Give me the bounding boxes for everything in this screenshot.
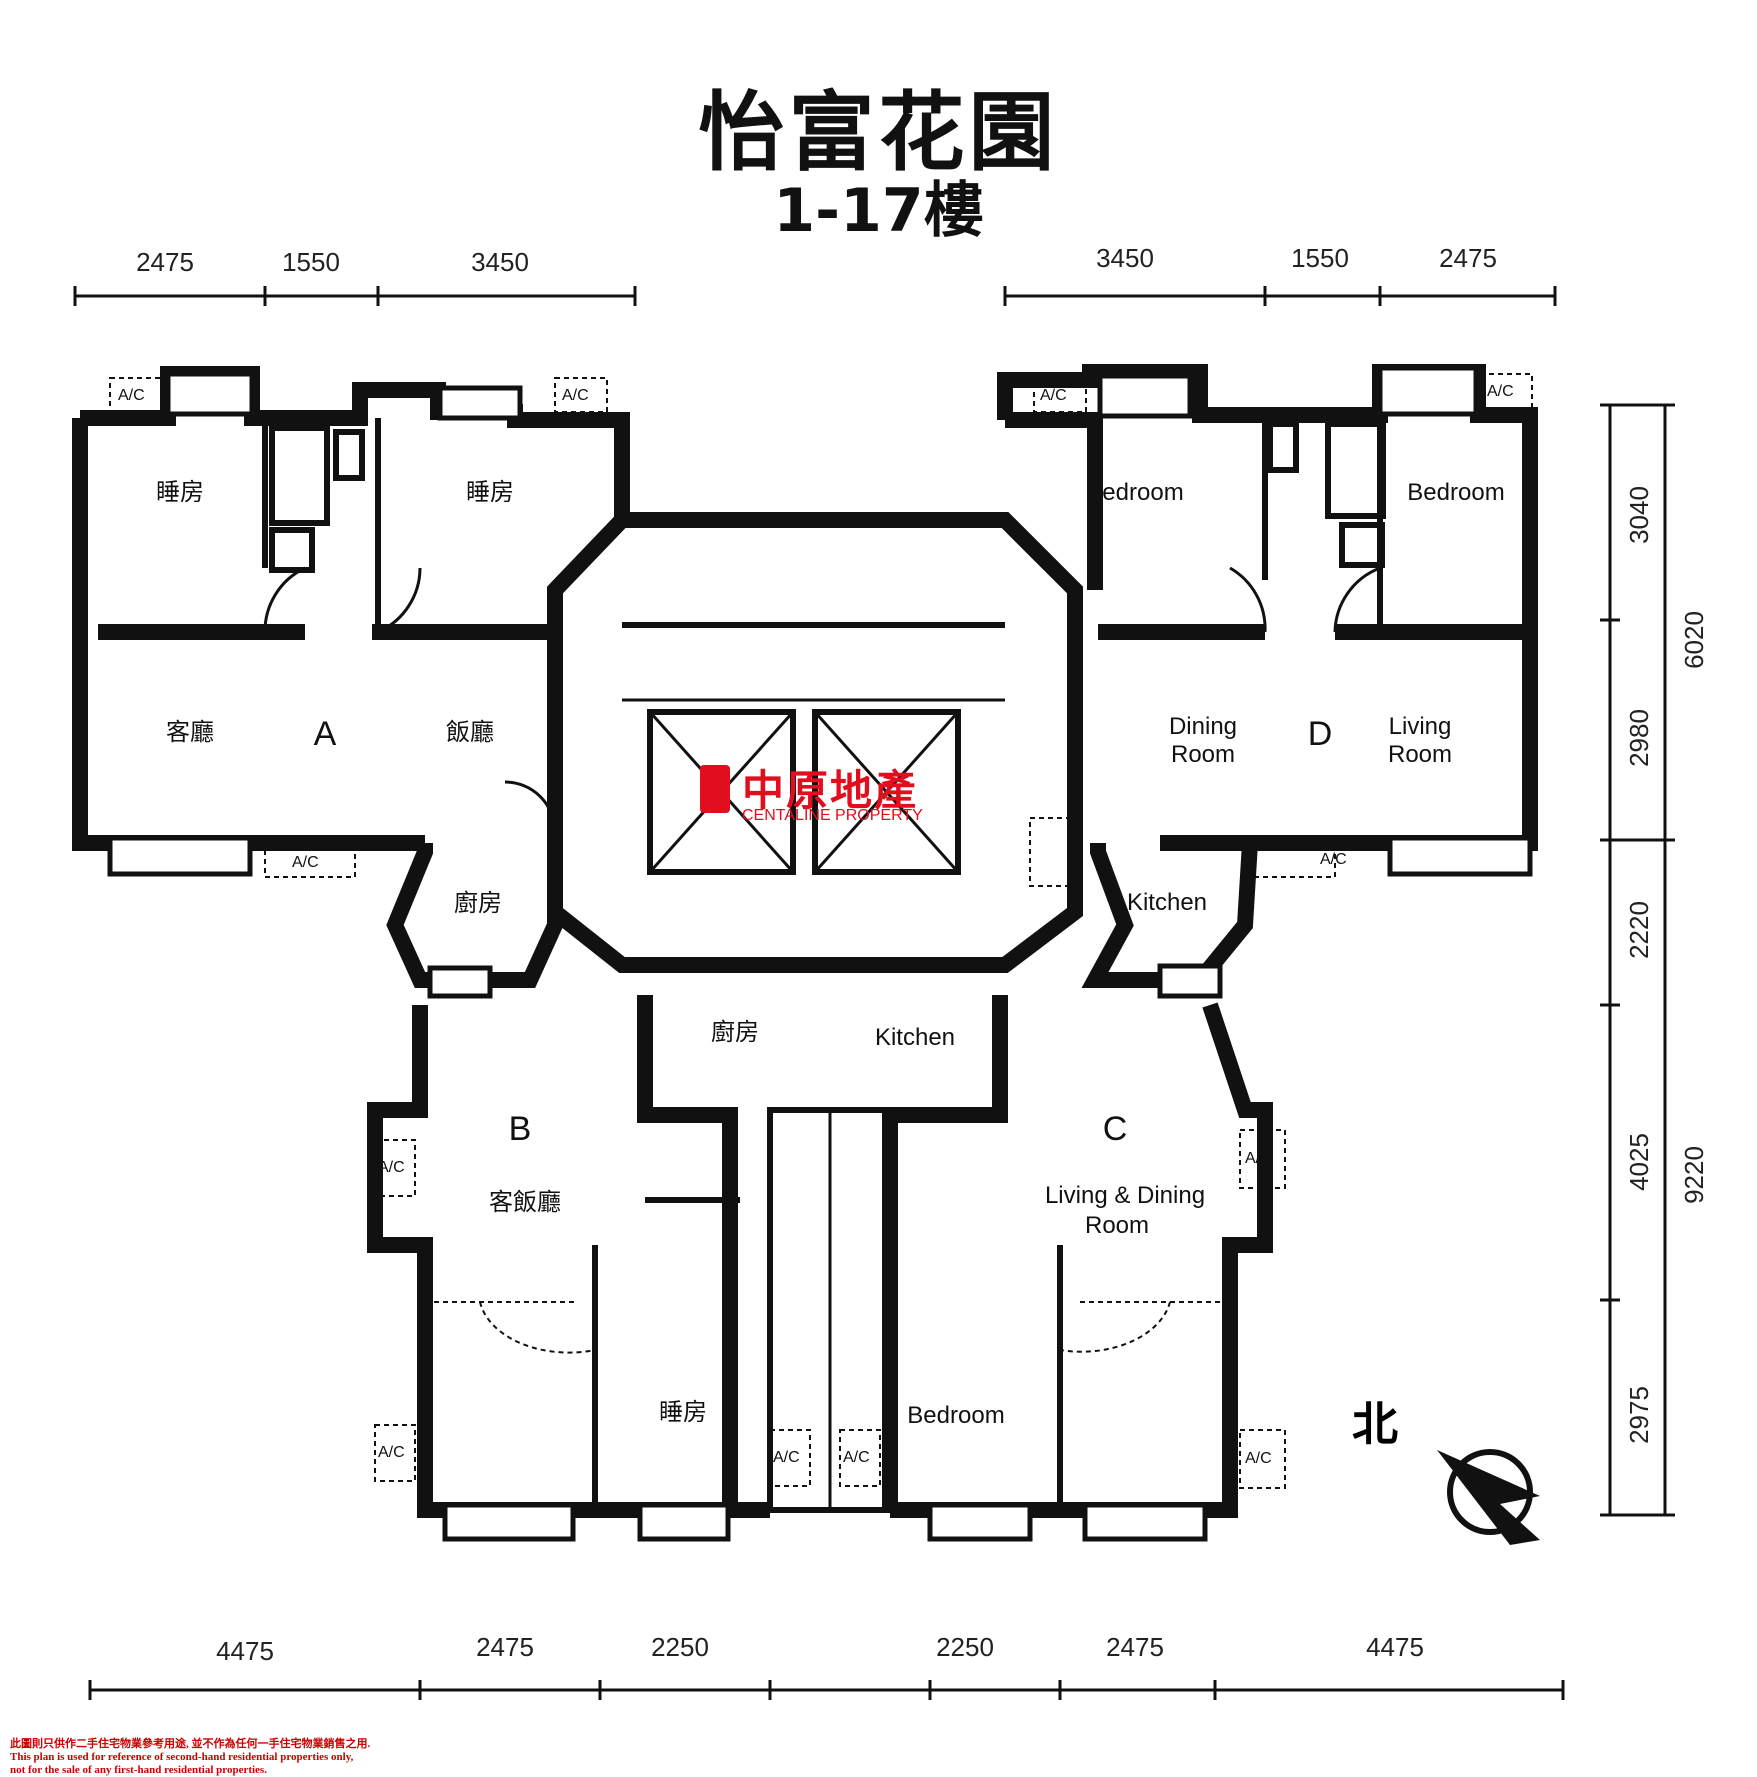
north-arrow: 北: [1352, 1397, 1540, 1545]
svg-text:A/C: A/C: [378, 1159, 405, 1176]
unit-c-kitchen-label: Kitchen: [875, 1024, 955, 1051]
core: [547, 512, 1083, 973]
brand-name-en: CENTALINE PROPERTY: [742, 807, 923, 824]
top-dimension-line: 2475 1550 3450 3450 1550 2475: [73, 243, 1557, 306]
unit-c: A/C A/C A/C Kitchen Living & Dining Room…: [839, 995, 1286, 1542]
unit-d-living-label-1: Living: [1389, 713, 1452, 740]
dim-right-5: 2975: [1624, 1386, 1654, 1444]
dim-right-4: 4025: [1624, 1133, 1654, 1191]
dim-right-outer-2: 9220: [1679, 1146, 1709, 1204]
svg-text:A/C: A/C: [1320, 851, 1347, 868]
svg-text:A/C: A/C: [1040, 387, 1067, 404]
brand-name-cn: 中原地產: [742, 766, 919, 815]
svg-text:A/C: A/C: [773, 1449, 800, 1466]
north-label: 北: [1352, 1397, 1398, 1451]
dim-top-6: 2475: [1439, 243, 1497, 273]
svg-text:A/C: A/C: [843, 1449, 870, 1466]
floor-range: 1-17樓: [773, 176, 984, 246]
dim-top-4: 3450: [1096, 243, 1154, 273]
dim-right-2: 2980: [1624, 709, 1654, 767]
dim-right-outer-1: 6020: [1679, 611, 1709, 669]
unit-d-kitchen-label: Kitchen: [1127, 889, 1207, 916]
dim-bottom-6: 4475: [1366, 1632, 1424, 1662]
dim-top-1: 2475: [136, 247, 194, 277]
unit-d: A/C A/C A/C Bedroom Bedroom Dining Room …: [997, 364, 1538, 999]
unit-d-letter: D: [1308, 715, 1333, 753]
svg-text:A/C: A/C: [1245, 1450, 1272, 1467]
dim-bottom-5: 2475: [1106, 1632, 1164, 1662]
window: [107, 835, 253, 877]
svg-text:A/C: A/C: [1487, 383, 1514, 400]
brand-logo: 中原地產 CENTALINE PROPERTY: [700, 757, 950, 837]
unit-d-dining-label-1: Dining: [1169, 713, 1237, 740]
dim-bottom-3: 2250: [651, 1632, 709, 1662]
unit-a: A/C A/C A/C 睡房 睡房 客廳 飯廳 廚房 A: [72, 366, 630, 999]
svg-text:A/C: A/C: [118, 387, 145, 404]
unit-d-living-label-2: Room: [1388, 741, 1452, 768]
disclaimer-line-1: 此圖則只供作二手住宅物業參考用途, 並不作為任何一手住宅物業銷售之用.: [10, 1738, 371, 1750]
svg-text:A/C: A/C: [562, 387, 589, 404]
brand-seal-icon: [700, 765, 730, 813]
unit-a-kitchen-label: 廚房: [454, 890, 502, 917]
dim-right-3: 2220: [1624, 901, 1654, 959]
dim-top-5: 1550: [1291, 243, 1349, 273]
dim-bottom-1: 4475: [216, 1636, 274, 1666]
north-arrow-icon: [1437, 1450, 1540, 1545]
svg-text:A/C: A/C: [1245, 1150, 1272, 1167]
svg-text:A/C: A/C: [292, 854, 319, 871]
unit-a-bedroom-1-label: 睡房: [156, 479, 204, 506]
unit-d-bedroom-1-label: Bedroom: [1086, 479, 1183, 506]
right-dimension-lines: 3040 2980 2220 4025 2975 6020 9220: [1600, 403, 1709, 1517]
building-title: 怡富花園: [698, 83, 1059, 183]
bottom-dimension-line: 4475 2475 2250 2250 2475 4475: [88, 1632, 1565, 1700]
unit-d-dining-label-2: Room: [1171, 741, 1235, 768]
unit-c-letter: C: [1103, 1110, 1128, 1148]
unit-a-dining-label: 飯廳: [446, 719, 494, 746]
unit-a-bedroom-2-label: 睡房: [466, 479, 514, 506]
unit-c-living-dining-label-1: Living & Dining: [1045, 1182, 1205, 1209]
unit-d-bedroom-2-label: Bedroom: [1407, 479, 1504, 506]
light-well: [767, 1107, 893, 1513]
disclaimer-line-3: not for the sale of any first-hand resid…: [10, 1764, 267, 1776]
dim-right-1: 3040: [1624, 486, 1654, 544]
unit-c-bedroom-label: Bedroom: [907, 1402, 1004, 1429]
unit-b-letter: B: [509, 1110, 532, 1148]
unit-a-letter: A: [314, 715, 337, 753]
unit-b: A/C A/C A/C 廚房 客飯廳 睡房 B: [367, 995, 811, 1542]
disclaimer: 此圖則只供作二手住宅物業參考用途, 並不作為任何一手住宅物業銷售之用. This…: [10, 1738, 370, 1777]
dim-bottom-4: 2250: [936, 1632, 994, 1662]
unit-c-living-dining-label-2: Room: [1085, 1212, 1149, 1239]
unit-b-kitchen-label: 廚房: [711, 1019, 759, 1046]
unit-b-living-dining-label: 客飯廳: [489, 1189, 561, 1216]
unit-a-living-label: 客廳: [166, 719, 214, 746]
stairs: [622, 622, 1005, 875]
dim-top-3: 3450: [471, 247, 529, 277]
disclaimer-line-2: This plan is used for reference of secon…: [10, 1751, 354, 1763]
dim-bottom-2: 2475: [476, 1632, 534, 1662]
dim-top-2: 1550: [282, 247, 340, 277]
unit-b-bedroom-label: 睡房: [659, 1399, 707, 1426]
svg-text:A/C: A/C: [378, 1444, 405, 1461]
